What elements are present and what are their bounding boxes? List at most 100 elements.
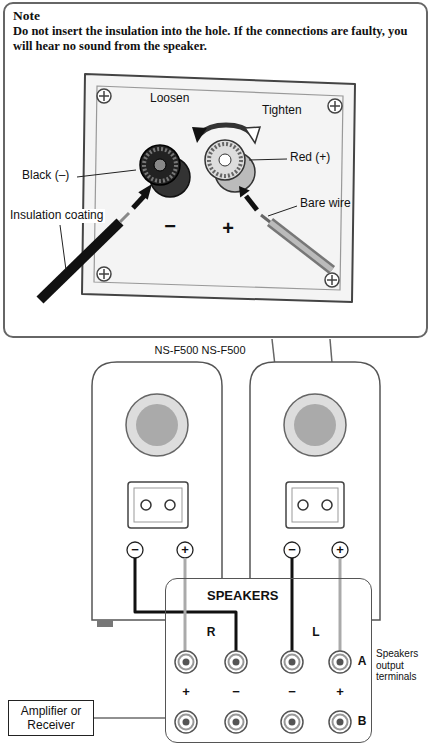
speaker-cable — [184, 558, 187, 651]
speaker-cabinet — [322, 500, 332, 510]
terminal-caption: Speakers output terminals — [376, 648, 428, 683]
output-terminal — [281, 711, 303, 733]
polarity-circle — [284, 542, 300, 558]
panel-title: SPEAKERS — [207, 588, 279, 604]
output-terminal — [175, 651, 197, 673]
black-wire — [120, 213, 129, 222]
black-terminal — [144, 149, 176, 181]
speaker-cabinet — [250, 362, 380, 620]
channel-label: R — [207, 626, 216, 640]
black-wire — [40, 184, 152, 300]
polarity-sign: − — [131, 543, 139, 558]
terminal-plate — [94, 86, 343, 290]
output-terminal — [329, 711, 351, 733]
output-terminal — [329, 651, 351, 673]
leader-line — [60, 159, 297, 270]
plate-screw — [325, 273, 339, 287]
grey-wire — [261, 215, 270, 222]
panel-ground — [165, 578, 372, 743]
turn-arrow — [192, 125, 260, 143]
plate-screw — [99, 269, 109, 279]
leader-line — [77, 170, 136, 177]
model-name: NS-F500 NS-F500 — [152, 344, 247, 357]
speaker-cabinet — [92, 362, 222, 620]
plate-screw — [97, 267, 111, 281]
polarity-sign: + — [182, 685, 190, 700]
part-label: Insulation coating — [8, 209, 105, 223]
output-terminal — [225, 711, 247, 733]
plate-screw — [327, 275, 337, 285]
speaker-cabinet — [165, 500, 175, 510]
note-heading: Note — [13, 8, 418, 24]
terminal-plate — [82, 74, 355, 302]
grey-wire — [239, 186, 332, 270]
plate-screw — [330, 101, 340, 111]
callout-pointer — [330, 339, 342, 482]
speaker-cabinet — [141, 500, 151, 510]
polarity-sign: + — [336, 685, 344, 700]
black-terminal — [150, 157, 190, 197]
device-label: Amplifier or Receiver — [17, 704, 85, 732]
red-terminal — [215, 152, 255, 192]
turn-arrow — [192, 127, 207, 143]
grey-wire — [239, 186, 250, 198]
speaker-cabinet — [126, 394, 188, 456]
leader-line — [249, 159, 287, 160]
speaker-cabinet — [136, 404, 178, 446]
polarity-circle — [127, 542, 143, 558]
plate-screw — [328, 99, 342, 113]
polarity-sign: + — [181, 543, 189, 558]
speaker-cable — [135, 558, 236, 651]
part-label: Bare wire — [300, 197, 351, 211]
black-terminal — [140, 145, 190, 197]
speaker-cabinet — [294, 404, 336, 446]
speaker-cabinet — [97, 620, 113, 627]
polarity-circle — [127, 542, 348, 558]
red-terminal — [205, 140, 245, 180]
part-label: Red (+) — [290, 151, 330, 165]
terminal-plate — [82, 74, 355, 302]
black-wire — [133, 195, 145, 208]
terminal-panel: SPEAKERS — [165, 578, 372, 743]
grey-wire — [246, 196, 257, 210]
part-label: Loosen — [150, 92, 189, 106]
polarity-sign: − — [164, 215, 176, 238]
plate-screw — [97, 89, 111, 103]
leader-line — [60, 225, 66, 270]
speaker-cabinet — [250, 362, 380, 620]
speaker-cabinet — [298, 500, 308, 510]
black-wire — [138, 184, 152, 200]
leader-line — [268, 206, 297, 216]
speaker-cable — [339, 558, 342, 651]
plate-screw — [97, 89, 342, 287]
polarity-circle — [332, 542, 348, 558]
turn-arrow — [245, 127, 260, 143]
connector-line — [94, 717, 165, 718]
speaker-cabinet — [284, 394, 346, 456]
black-wire — [40, 222, 120, 300]
polarity-sign: − — [288, 685, 296, 700]
part-label: Black (–) — [22, 169, 69, 183]
speaker-cabinet — [201, 620, 217, 627]
grey-wire — [270, 222, 332, 270]
output-terminal — [281, 651, 303, 673]
speaker-cabinet — [292, 488, 338, 522]
speaker-cabinet — [286, 482, 344, 528]
note-callout: NoteDo not insert the insulation into th… — [3, 2, 428, 338]
callout-pointer — [272, 339, 288, 482]
output-terminal — [225, 651, 247, 673]
speaker-cabinet — [134, 488, 182, 522]
row-label: B — [358, 715, 367, 729]
plate-screw — [99, 91, 109, 101]
speaker-cable — [291, 558, 294, 651]
black-terminal — [140, 145, 180, 185]
red-terminal — [219, 154, 231, 166]
speaker-cabinet — [92, 362, 222, 627]
speaker-cabinet — [128, 482, 188, 528]
output-terminal — [175, 651, 351, 733]
polarity-circle — [177, 542, 193, 558]
